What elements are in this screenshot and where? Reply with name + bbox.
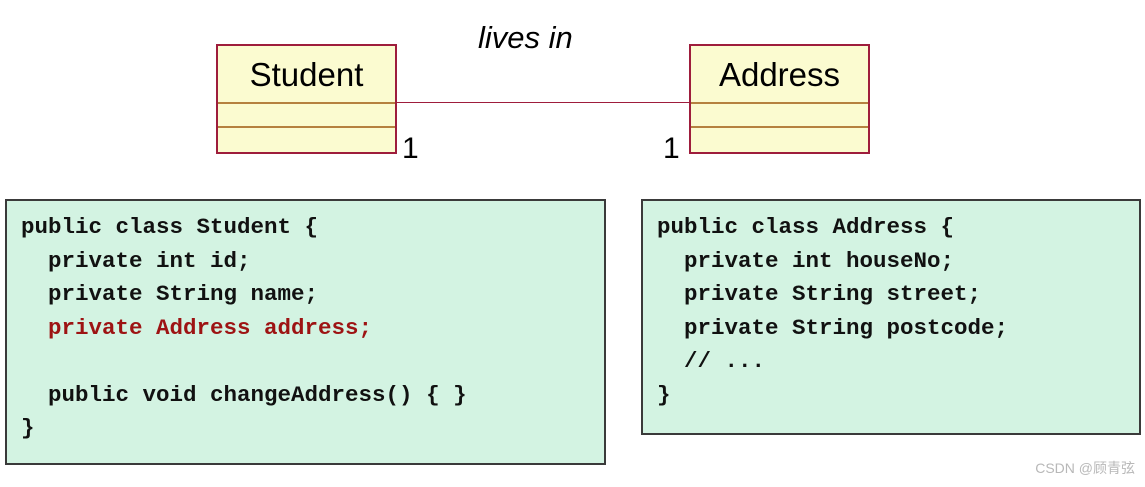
code-block-student: public class Student { private int id; p… xyxy=(5,199,606,465)
code-block-address: public class Address { private int house… xyxy=(641,199,1141,435)
code-line xyxy=(21,345,604,379)
uml-class-address[interactable]: Address xyxy=(689,44,870,154)
code-line: } xyxy=(657,381,671,408)
uml-class-student-name: Student xyxy=(218,46,395,104)
multiplicity-right: 1 xyxy=(663,132,680,165)
code-line: private int id; xyxy=(21,247,251,274)
uml-class-student[interactable]: Student xyxy=(216,44,397,154)
uml-class-student-operations xyxy=(218,128,395,152)
code-line: private Address address; xyxy=(21,314,373,341)
uml-class-student-attributes xyxy=(218,104,395,128)
code-line: public class Student { xyxy=(21,214,319,240)
code-line: public void changeAddress() { } xyxy=(21,381,467,408)
code-line: } xyxy=(21,415,35,441)
uml-class-address-attributes xyxy=(691,104,868,128)
code-line: private String postcode; xyxy=(657,314,1009,341)
association-line xyxy=(397,102,689,103)
uml-class-address-operations xyxy=(691,128,868,152)
association-label: lives in xyxy=(478,20,573,55)
code-line: private String name; xyxy=(21,281,319,307)
multiplicity-left: 1 xyxy=(402,132,419,165)
code-line: private int houseNo; xyxy=(657,247,955,274)
uml-class-address-name: Address xyxy=(691,46,868,104)
watermark: CSDN @顾青弦 xyxy=(1035,460,1135,476)
code-line: private String street; xyxy=(657,281,982,307)
code-line: public class Address { xyxy=(657,214,955,240)
code-line: // ... xyxy=(657,348,766,374)
